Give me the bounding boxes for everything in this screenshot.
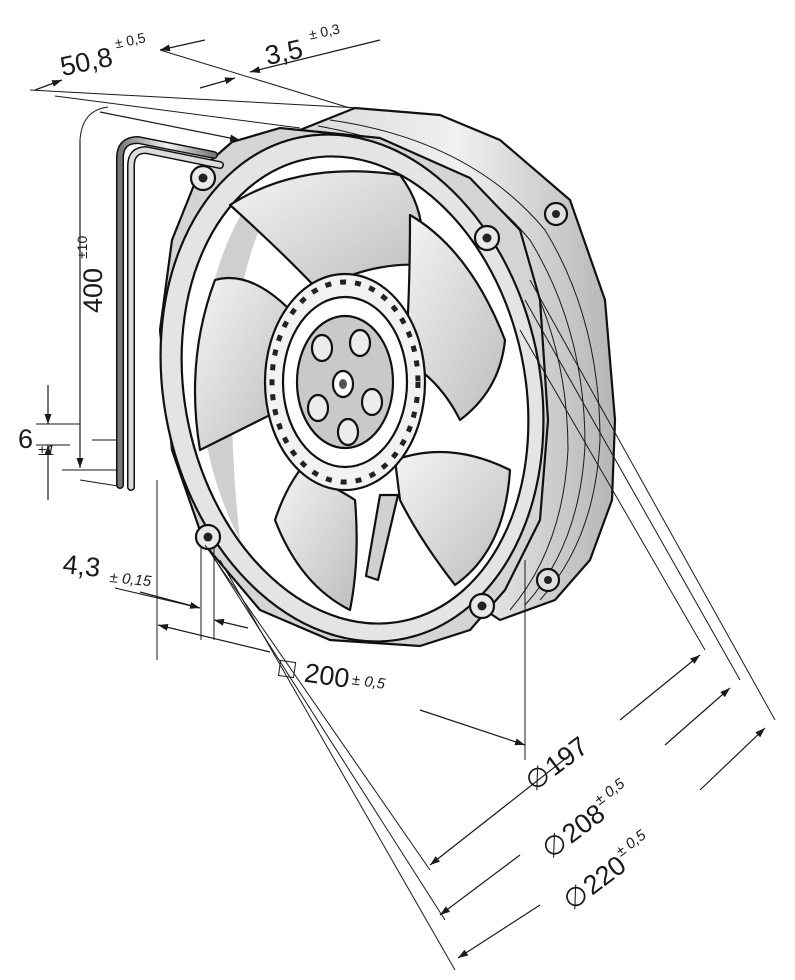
dim-dia-197: ∅ 197 (520, 731, 594, 797)
dim-dia-220-tolerance: ± 0,5 (613, 826, 650, 860)
dim-hole: 4,3 ± 0,15 (61, 549, 153, 590)
dim-depth: 50,8 ± 0,5 (58, 29, 148, 82)
dim-lead-strip-tolerance: ±1 (38, 442, 55, 459)
dim-dia-208-tolerance: ± 0,5 (591, 775, 628, 809)
support-strut (364, 493, 400, 582)
dim-square-tolerance: ± 0,5 (351, 671, 387, 693)
mounting-lugs (189, 164, 569, 620)
blade-bottom-right (393, 450, 512, 587)
dim-flange-value: 3,5 (262, 34, 305, 71)
dim-lead-strip-value: 6 (18, 424, 33, 454)
dimension-lines (29, 39, 776, 971)
lead-wires (116, 135, 224, 491)
dim-square-value: 200 (302, 658, 351, 694)
dim-hole-tolerance: ± 0,15 (109, 569, 153, 590)
mounting-lug-bottom-left (194, 523, 222, 551)
dim-lead-strip: 6 ±1 (18, 424, 55, 459)
dim-lead-length: 400 ±10 (74, 236, 108, 313)
dim-square: □ 200 ± 0,5 (277, 652, 387, 694)
mounting-lug-top-left (189, 164, 217, 192)
dim-lead-length-value: 400 (78, 268, 108, 313)
fan-illustration (116, 106, 617, 648)
dim-lead-length-tolerance: ±10 (74, 236, 90, 259)
dim-depth-value: 50,8 (58, 42, 116, 82)
dim-depth-tolerance: ± 0,5 (113, 29, 147, 51)
dim-flange: 3,5 ± 0,3 (262, 20, 341, 71)
blade-bottom (273, 468, 358, 612)
mounting-lug-bottom-right (468, 592, 496, 620)
dim-square-symbol: □ (277, 652, 298, 684)
mounting-lug-rear-bottom (535, 567, 561, 593)
dim-hole-value: 4,3 (61, 549, 101, 583)
dim-flange-tolerance: ± 0,3 (307, 20, 341, 42)
blade-right (403, 213, 507, 422)
mounting-lug-rear-top (543, 201, 569, 227)
motor-hub (263, 272, 427, 492)
mounting-lug-top-right (473, 224, 501, 252)
impeller-blades (193, 170, 512, 612)
